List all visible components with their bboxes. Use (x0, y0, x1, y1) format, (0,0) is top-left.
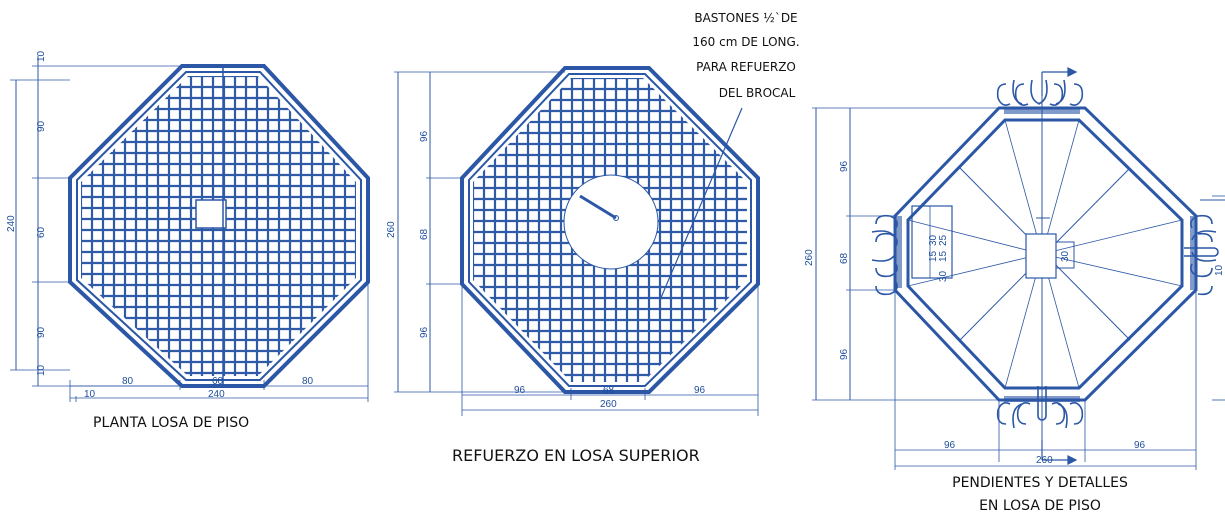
p2-dim-bottom-96a: 96 (514, 385, 526, 396)
p2-radius-line (579, 194, 617, 220)
p3-dim-left-detail-30a: 30 (938, 270, 949, 282)
p1-dim-bottom-60: 60 (212, 376, 224, 387)
p1-dim-left-60: 60 (36, 226, 47, 238)
p3-dim-left-96a: 96 (839, 160, 850, 172)
p1-dim-left-90b: 90 (36, 326, 47, 338)
p1-dim-bottom-240: 240 (208, 389, 225, 400)
p3-dim-left-96b: 96 (839, 348, 850, 360)
p2-dim-bottom-96b: 96 (694, 385, 706, 396)
p2-octagon-outer (460, 66, 760, 394)
note-bastones: BASTONES ½`DE 160 cm DE LONG. PARA REFUE… (692, 11, 799, 100)
p3-dim-center-30: 30 (1060, 250, 1071, 262)
p2-dim-left-68: 68 (419, 228, 430, 240)
p2-octagon-inner (468, 73, 752, 387)
pendientes-detalles: 30 30 15 25 30 15 (804, 67, 1225, 514)
p3-hooks-left (871, 214, 902, 296)
caption-refuerzo-losa: REFUERZO EN LOSA SUPERIOR (452, 446, 700, 465)
note-line-4: DEL BROCAL (719, 86, 796, 100)
p1-dim-bottom-80b: 80 (302, 376, 314, 387)
p3-dim-left-detail-30b: 30 (928, 234, 939, 246)
p3-dim-bottom-96b: 96 (1134, 440, 1146, 451)
p3-hooks-bottom (996, 386, 1084, 429)
p2-manhole-opening (563, 174, 659, 270)
p2-leader-line (659, 107, 743, 301)
p3-dim-left-total: 260 (804, 249, 815, 266)
refuerzo-losa-superior: 260 96 68 96 96 68 96 260 REFUERZO EN LO… (386, 66, 760, 465)
p3-dim-left-detail-15b: 15 (928, 250, 939, 262)
p2-dim-left-96b: 96 (419, 326, 430, 338)
note-line-1: BASTONES ½`DE (694, 11, 797, 25)
p2-dim-left-total: 260 (386, 221, 397, 238)
caption-planta-losa: PLANTA LOSA DE PISO (93, 415, 249, 431)
p3-left-detail (911, 205, 953, 279)
p3-center-box (1025, 233, 1057, 279)
p3-dim-left-detail-15: 15 (938, 250, 949, 262)
p3-dim-left-detail-25: 25 (938, 234, 949, 246)
note-line-2: 160 cm DE LONG. (692, 35, 799, 49)
p3-dim-bottom-96a: 96 (944, 440, 956, 451)
caption-pendientes-line1: PENDIENTES Y DETALLES (952, 475, 1128, 491)
p3-dim-bottom-260: 260 (1036, 455, 1053, 466)
p3-hooks-right (1184, 214, 1219, 296)
p1-dim-left-bottom: 10 (36, 364, 47, 376)
p3-dim-right-edge: 10 (1214, 264, 1225, 276)
p1-center-opening (195, 199, 227, 229)
planta-losa-piso: 10 90 240 60 90 10 80 60 80 10 240 PLANT… (6, 50, 370, 431)
p2-dim-left-96a: 96 (419, 130, 430, 142)
p1-dim-left-top: 10 (36, 50, 47, 62)
p3-hooks-top (996, 79, 1084, 114)
p3-dim-left-68: 68 (839, 252, 850, 264)
p1-dim-left-90a: 90 (36, 120, 47, 132)
p2-dim-bottom-68: 68 (603, 385, 615, 396)
p2-dim-bottom-260: 260 (600, 399, 617, 410)
note-line-3: PARA REFUERZO (696, 60, 796, 74)
p1-dim-left-total: 240 (6, 215, 17, 232)
p1-dim-bottom-80a: 80 (122, 376, 134, 387)
p1-octagon-inner (76, 71, 362, 381)
p1-dim-bottom-10: 10 (84, 389, 96, 400)
caption-pendientes-line2: EN LOSA DE PISO (979, 498, 1101, 514)
